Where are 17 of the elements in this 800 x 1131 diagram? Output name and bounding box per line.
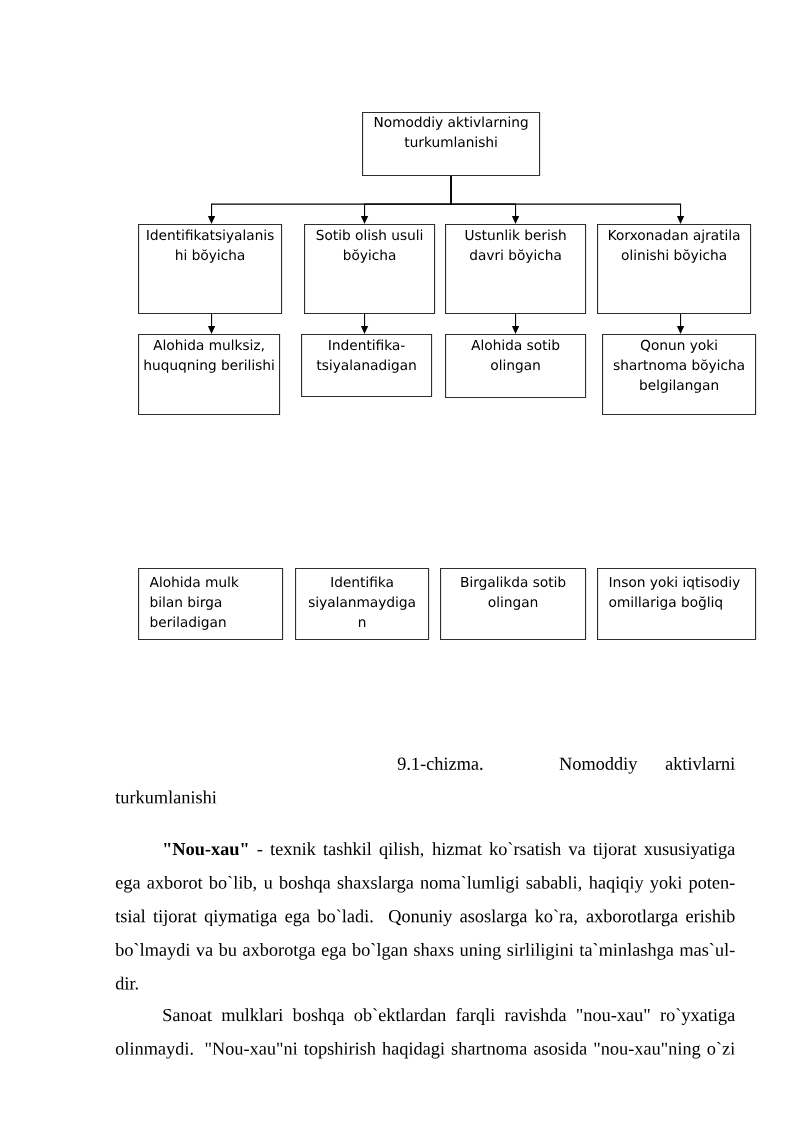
figure-caption: 9.1-chizma. Nomoddiy aktivlarni turkumlanishi [115,757,735,804]
type-box: Qonun yoki shartnoma bŏyicha belgilangan [602,334,757,416]
type-box: Alohida mulk bilan birga beriladigan [138,568,284,641]
heading-box: Nomoddiy aktivlarning turkumlanishi [362,112,541,177]
category-box: Ustunlik berish davri bŏyicha [445,224,587,315]
category-box: Korxonadan ajratila olinishi bŏyicha [597,224,752,315]
body-paragraph: Sanoat mulklari boshqa ob`ektlardan farqli ravishda "nou-xau" ro`yxatiga olinmaydi. "Nou-xau"ni topshirish haqidagi shartnoma asosida "nou-xau"ning o`zi [115,1008,735,1059]
category-box: Sotib olish usuli bŏyicha [304,224,436,315]
type-box: Indentifika- tsiyalanadigan [301,334,433,398]
type-box: Inson yoki iqtisodiy omillariga boğliq [597,568,757,641]
arrow [450,175,685,224]
body-paragraph: "Nou-xau" - texnik tashkil qilish, hizmat ko`rsatish va tijorat xususiyatiga ega axborot bo`lib, u boshqa shaxslarga noma`lumligi sababli, haqiqiy yoki poten- tsial tijorat qiymatiga ega bo`ladi. Qonuniy asoslarga ko`ra, axborotlarga erishib bo`lmaydi va bu axborotga ega bo`lgan shaxs uning sirliligini ta`minlashga mas`ul- dir. [115,842,735,990]
type-box: Birgalikda sotib olingan [440,568,587,641]
type-box: Alohida sotib olingan [445,334,587,399]
type-box: Identifika siyalanmaydiga n [295,568,430,641]
type-box: Alohida mulksiz, huquqning berilishi [138,334,281,416]
category-box: Identifikatsiyalanis hi bŏyicha [138,224,283,315]
